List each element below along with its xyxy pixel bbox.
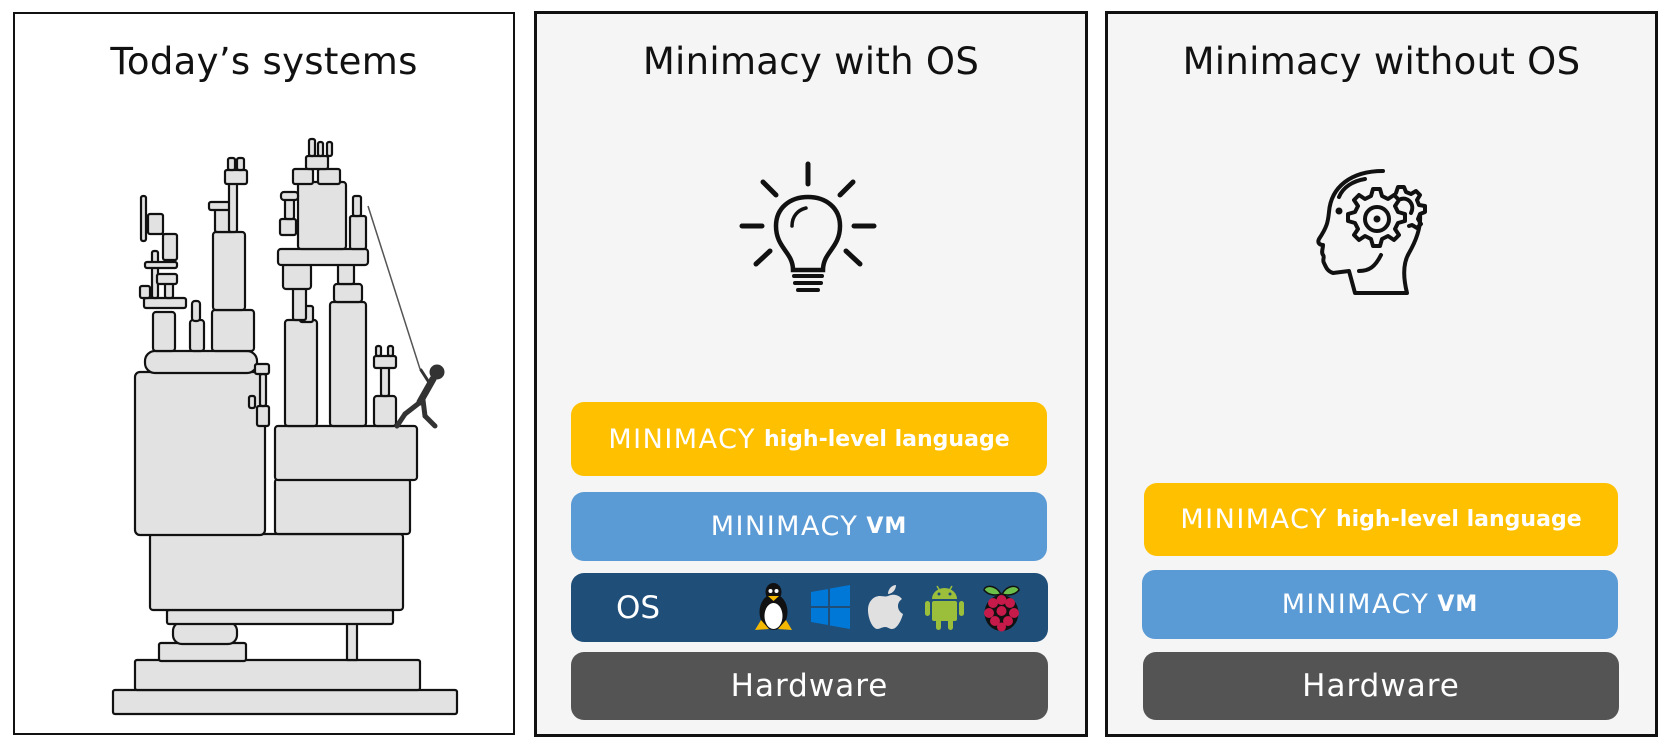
apple-icon [865, 582, 910, 634]
tower-block [336, 262, 356, 286]
layer-text: VM [1437, 592, 1479, 617]
tower-block [171, 620, 239, 646]
layer-os: OS [571, 573, 1048, 642]
tower-block [328, 300, 368, 428]
tower-block [133, 658, 422, 692]
tower-block [273, 424, 419, 482]
tower-block [325, 140, 334, 158]
linux-tux-icon [751, 582, 796, 634]
tower-block [133, 370, 267, 537]
tower-block [111, 688, 459, 716]
tower-block [276, 247, 370, 267]
layer-high-level-language: MINIMACY high-level language [571, 402, 1047, 476]
tower-block [316, 167, 342, 186]
tower-block [253, 362, 271, 376]
layer-brand: MINIMACY [608, 423, 756, 455]
tower-block [235, 156, 246, 172]
layer-brand: MINIMACY [710, 511, 859, 542]
tower-block [345, 620, 359, 662]
layer-brand: MINIMACY [1281, 589, 1430, 620]
tower-block [255, 404, 271, 428]
tower-block [157, 641, 248, 663]
tower-block [138, 284, 152, 300]
head-with-gears-icon [1316, 169, 1427, 295]
layer-label: Hardware [730, 668, 889, 704]
layer-label: OS [616, 589, 661, 626]
tower-block [227, 180, 239, 234]
layer-high-level-language: MINIMACY high-level language [1144, 483, 1618, 556]
raspberry-pi-icon [979, 582, 1024, 634]
layer-text: VM [866, 514, 908, 539]
panel-title: Today’s systems [110, 40, 418, 83]
layer-vm: MINIMACY VM [1142, 570, 1618, 639]
tower-block [283, 318, 319, 428]
panel-title: Minimacy without OS [1182, 40, 1581, 83]
tower-block [273, 477, 412, 536]
tower-block [281, 262, 313, 291]
layer-text: high-level language [763, 426, 1010, 452]
tower-block [223, 168, 249, 186]
tower-block [226, 156, 237, 172]
panel-minimacy-with-os: Minimacy with OS MINIMACY high-level lan… [534, 11, 1088, 737]
layer-brand: MINIMACY [1180, 504, 1328, 535]
panel-title: Minimacy with OS [642, 40, 980, 83]
tower-block [247, 394, 257, 410]
climbing-rope [367, 205, 421, 370]
tower-block [351, 194, 363, 218]
tower-block [372, 354, 398, 370]
layer-vm: MINIMACY VM [571, 492, 1047, 561]
tower-block [374, 344, 383, 358]
tower-block [291, 167, 315, 186]
tower-block [348, 214, 368, 251]
tower-block [143, 349, 259, 375]
panel-todays-systems: Today’s systems [13, 12, 515, 735]
android-icon [922, 582, 967, 634]
tower-block [386, 344, 395, 358]
tower-block [151, 310, 177, 353]
tower-block [165, 608, 395, 626]
tower-block [139, 194, 148, 243]
layer-hardware: Hardware [571, 652, 1048, 720]
tower-block [304, 154, 330, 171]
tower-block [210, 308, 256, 353]
block-tower-illustration [111, 137, 459, 716]
tower-block [211, 230, 247, 312]
tower-block [258, 372, 268, 408]
tower-block [188, 318, 206, 353]
tower-block [148, 532, 405, 612]
tower-block [332, 282, 364, 304]
layer-text: high-level language [1335, 507, 1582, 532]
climber-figure [394, 364, 445, 429]
tower-block [146, 212, 165, 236]
layer-hardware: Hardware [1143, 652, 1619, 720]
windows-icon [808, 582, 853, 634]
tower-block [278, 217, 298, 237]
tower-block [316, 140, 325, 158]
tower-block [379, 364, 391, 398]
tower-block [161, 232, 179, 262]
tower-block [279, 190, 300, 202]
lightbulb-icon [739, 161, 877, 292]
os-icons [751, 579, 1024, 636]
tower-block [190, 299, 202, 323]
tower-block [296, 180, 348, 251]
panel-minimacy-without-os: Minimacy without OS MINIMACY high-level … [1105, 11, 1658, 737]
tower-block [142, 296, 188, 310]
tower-block [143, 260, 179, 270]
layer-label: Hardware [1302, 668, 1460, 704]
tower-block [155, 272, 179, 286]
tower-block [372, 394, 398, 428]
tower-block [307, 137, 317, 158]
